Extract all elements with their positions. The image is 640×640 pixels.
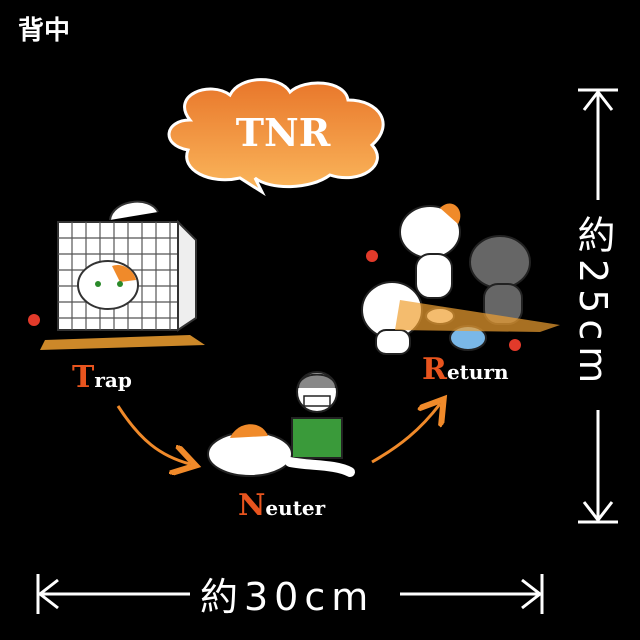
neuter-to-return-arrow <box>371 404 440 464</box>
width-dimension-label: 約30cm <box>200 575 375 619</box>
step-neuter-rest: euter <box>265 496 326 520</box>
tnr-title: TNR <box>235 110 331 155</box>
step-trap-rest: rap <box>94 368 132 392</box>
step-return-label: Return <box>422 352 509 387</box>
step-trap-initial: T <box>72 360 95 395</box>
step-neuter-label: Neuter <box>238 488 325 523</box>
height-dimension-arrow <box>578 88 618 524</box>
step-trap-label: Trap <box>72 360 132 395</box>
width-dimension-arrow <box>36 574 544 614</box>
vet-cat-icon <box>207 371 355 477</box>
corner-label: 背中 <box>18 16 71 46</box>
cats-group-icon <box>361 203 560 355</box>
trap-to-neuter-arrow <box>116 405 190 464</box>
step-return-initial: R <box>422 352 447 387</box>
step-return-rest: eturn <box>446 360 509 384</box>
height-dimension-label: 約25cm <box>571 215 615 390</box>
step-neuter-initial: N <box>238 488 266 523</box>
cage-cat-icon <box>28 200 205 350</box>
tnr-cloud-bubble <box>167 78 385 197</box>
